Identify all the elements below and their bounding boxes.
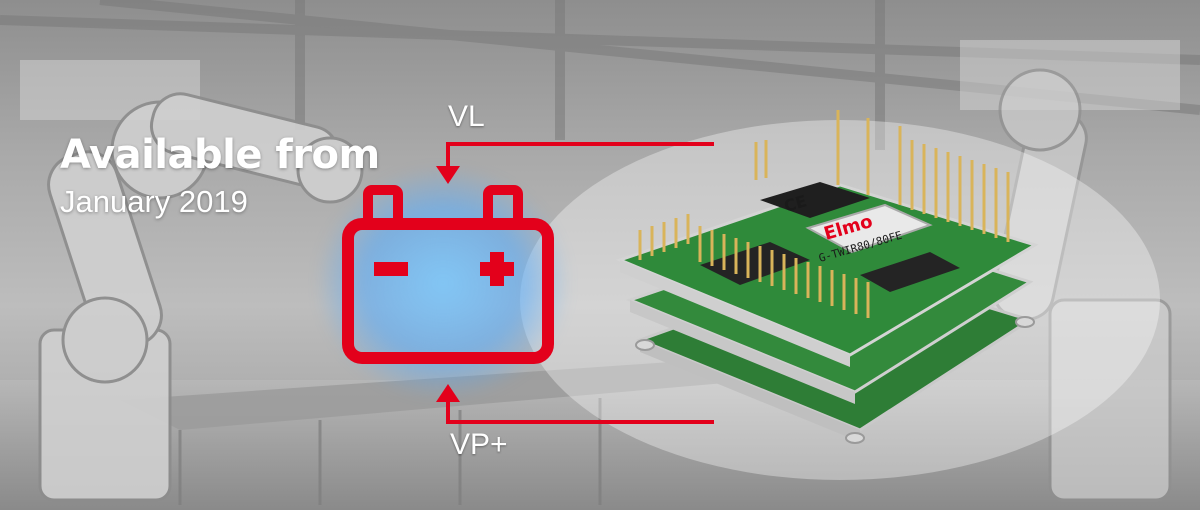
arrow-up-icon bbox=[436, 384, 714, 424]
label-vl: VL bbox=[448, 100, 485, 133]
arrow-down-icon bbox=[436, 142, 714, 184]
availability-date: January 2019 bbox=[60, 184, 248, 219]
headline: Available from bbox=[60, 132, 380, 178]
battery-icon bbox=[342, 185, 554, 364]
label-vp-plus: VP+ bbox=[450, 428, 508, 461]
servo-drive-board bbox=[615, 110, 1039, 444]
